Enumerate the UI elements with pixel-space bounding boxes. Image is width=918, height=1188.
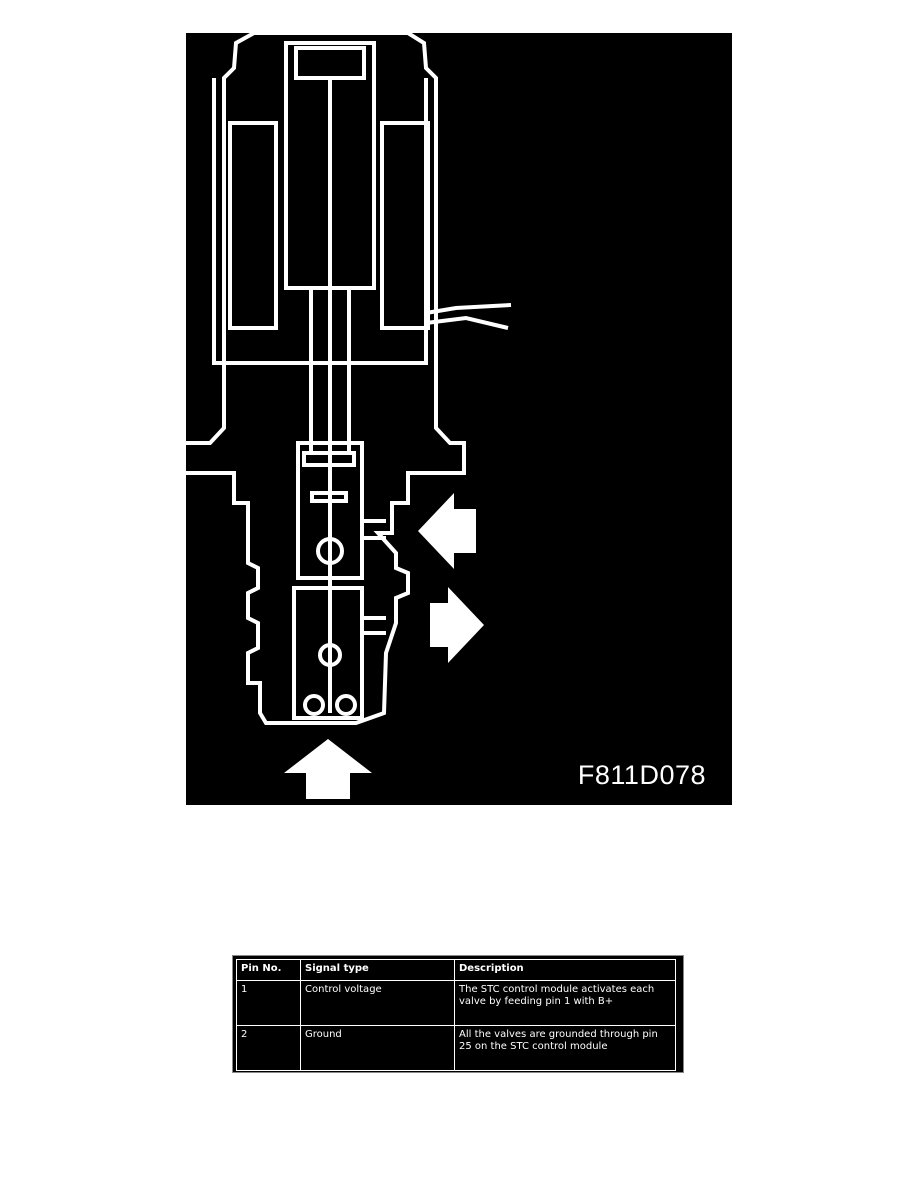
inlet-left-arrow: [418, 493, 476, 569]
coil-left: [228, 121, 278, 330]
check-ball-lower: [318, 643, 342, 667]
solenoid-valve-cross-section: F811D078: [186, 33, 732, 805]
table-header-row: Pin No. Signal type Description: [236, 959, 676, 981]
table-row: 2 Ground All the valves are grounded thr…: [236, 1025, 676, 1071]
supply-up-arrow: [284, 739, 372, 799]
valve-spool: [296, 441, 364, 580]
cell-pin: 2: [236, 1025, 301, 1071]
cell-pin: 1: [236, 980, 301, 1026]
coil-cavity: [212, 78, 428, 365]
header-signal-type: Signal type: [300, 959, 455, 981]
pin-table: Pin No. Signal type Description 1 Contro…: [232, 955, 684, 1073]
coil-right: [380, 121, 430, 330]
cell-signal: Control voltage: [300, 980, 455, 1026]
header-pin-no: Pin No.: [236, 959, 301, 981]
cell-signal: Ground: [300, 1025, 455, 1071]
lower-spool: [292, 586, 364, 720]
wire-leads: [425, 303, 512, 330]
header-description: Description: [454, 959, 676, 981]
valve-housing-outline: [186, 33, 466, 725]
check-ball-upper: [316, 537, 344, 565]
figure-id-label: F811D078: [577, 760, 706, 790]
valve-drawing: [186, 33, 512, 799]
table-row: 1 Control voltage The STC control module…: [236, 980, 676, 1026]
cell-description: The STC control module activates each va…: [454, 980, 676, 1026]
cell-description: All the valves are grounded through pin …: [454, 1025, 676, 1071]
outlet-right-arrow: [430, 587, 484, 663]
